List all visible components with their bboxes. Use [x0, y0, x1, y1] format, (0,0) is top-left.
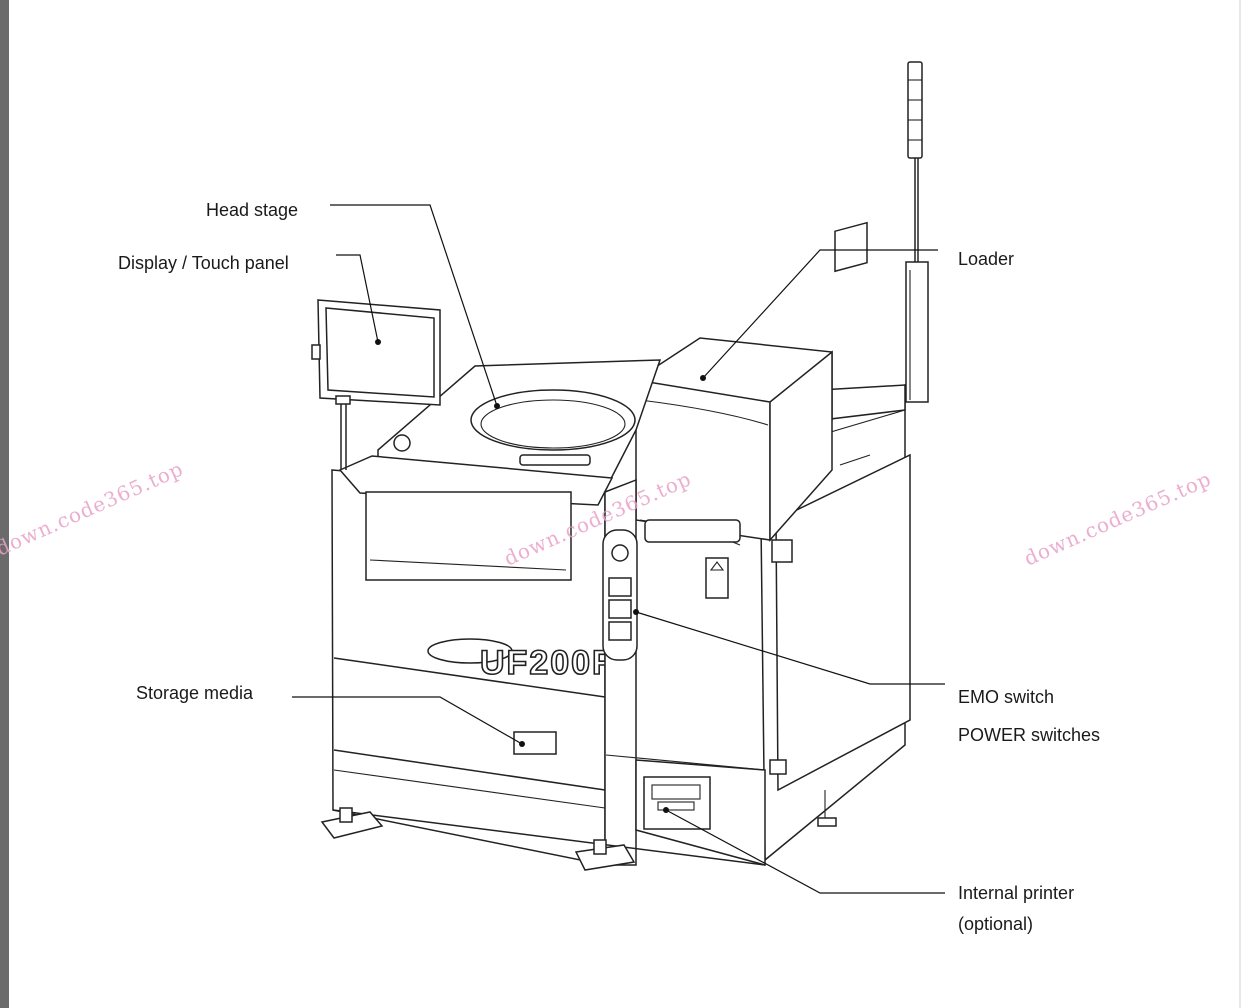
label-internal-printer: Internal printer — [958, 883, 1074, 903]
label-emo-switch: EMO switch — [958, 687, 1054, 707]
power-switch-2 — [608, 599, 632, 619]
power-switch-1 — [608, 577, 632, 597]
head-stage-ring — [470, 389, 636, 451]
leader-lines — [292, 204, 945, 894]
storage-media-slot — [513, 731, 557, 755]
watermark-left: down.code365.top — [0, 456, 187, 560]
power-switch-3 — [608, 621, 632, 641]
model-logo: UF200R — [480, 644, 619, 682]
main-cabinet: UF200R — [331, 359, 662, 866]
label-storage-media: Storage media — [136, 683, 254, 703]
touch-panel-display — [311, 299, 441, 470]
label-loader: Loader — [958, 249, 1014, 269]
loader-unit — [635, 337, 833, 599]
label-head-stage: Head stage — [206, 200, 298, 220]
frame-left-edge — [0, 0, 9, 1008]
emo-switch-button — [611, 544, 629, 562]
watermark-right: down.code365.top — [1020, 466, 1215, 570]
label-power-switches: POWER switches — [958, 725, 1100, 745]
signal-tower — [905, 61, 929, 403]
machine-illustration: UF200R — [311, 61, 929, 871]
label-internal-printer-optional: (optional) — [958, 914, 1033, 934]
label-display-touch-panel: Display / Touch panel — [118, 253, 289, 273]
printer-section — [605, 754, 766, 866]
control-column — [602, 478, 638, 866]
callout-labels: Head stage Display / Touch panel Loader … — [118, 200, 1100, 934]
machine-feet — [320, 807, 636, 871]
internal-printer-slot — [643, 776, 711, 830]
right-cabinet — [759, 221, 911, 862]
